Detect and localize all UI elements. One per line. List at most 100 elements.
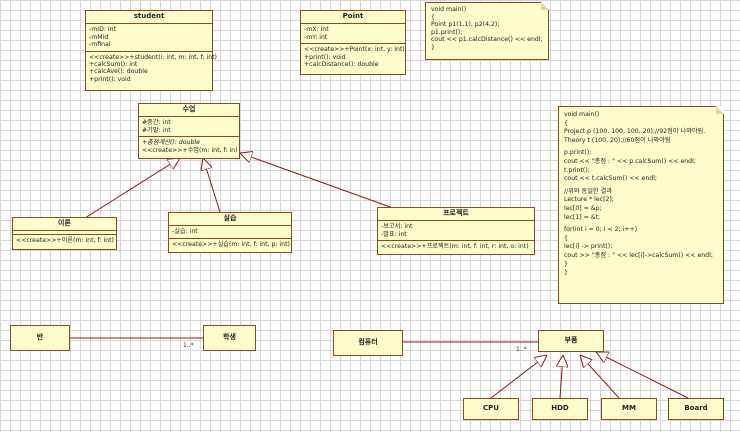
- note-lecture-main[interactable]: void main() { Project p (100, 100, 100, …: [558, 106, 724, 304]
- code-line: }: [431, 43, 435, 51]
- attributes-section: -mX: int -mY: int: [301, 24, 405, 45]
- operations-section: <<create>>+Point(x: int, y: int) +print(…: [301, 44, 405, 70]
- code-line: Lecture * lec[2];: [564, 196, 614, 204]
- attribute: -발표: int: [381, 230, 407, 238]
- class-cpu[interactable]: CPU: [463, 398, 519, 420]
- class-name: 부품: [564, 336, 578, 345]
- class-point[interactable]: Point -mX: int -mY: int <<create>>+Point…: [300, 10, 406, 75]
- attributes-section: [13, 231, 116, 236]
- attribute: -실습: int: [172, 228, 198, 236]
- operations-section: <<create>>+student(i: int, m: int, f: in…: [86, 52, 217, 86]
- attribute: #중간: int: [142, 119, 171, 127]
- class-name: 컴퓨터: [358, 338, 378, 347]
- attributes-section: -실습: int: [169, 226, 291, 239]
- attributes-section: #중간: int #기말: int: [139, 117, 239, 138]
- code-line: cout >> "총점 : " << lec[i]->calcSum() << …: [564, 251, 713, 259]
- note-fold-corner: [716, 106, 724, 114]
- class-ban[interactable]: 반: [10, 325, 70, 351]
- note-fold-corner: [541, 2, 549, 10]
- operation: <<create>>+수업(m: int, f: in): [142, 146, 238, 154]
- attribute: -mY: int: [304, 33, 328, 41]
- code-line: for(int i = 0; i < 2; i++): [564, 226, 638, 234]
- operation: +print(): void: [304, 53, 346, 61]
- operation: <<create>>+이론(m: int, f: int): [16, 237, 114, 245]
- class-board[interactable]: Board: [668, 398, 724, 420]
- class-name: CPU: [483, 404, 499, 413]
- code-line: {: [564, 119, 568, 127]
- class-student-kr[interactable]: 학생: [203, 325, 256, 351]
- abstract-operation: +총점계산(): double: [142, 139, 200, 147]
- code-line: void main(): [431, 6, 467, 13]
- code-line: Theory t (100, 20);//60점이 나와야됨: [564, 136, 671, 144]
- generalization-mm-part: [580, 355, 620, 399]
- code-line: //위와 동일한 결과: [564, 187, 612, 195]
- class-name: HDD: [551, 404, 569, 413]
- code-line: cout << t.calcSum() << endl;: [564, 175, 658, 183]
- code-line: {: [431, 13, 435, 21]
- operations-section: <<create>>+실습(m: int, f: int, p: int): [169, 239, 291, 250]
- class-computer[interactable]: 컴퓨터: [333, 330, 403, 356]
- class-name: Board: [684, 404, 708, 413]
- class-mm[interactable]: MM: [601, 398, 657, 420]
- code-line: cout << p1.calcDistance() << endl;: [431, 36, 543, 44]
- class-name: 이론: [13, 218, 116, 232]
- code-line: lec[1] = &t;: [564, 213, 601, 221]
- code-line: void main(): [564, 111, 600, 118]
- generalization-project-lecture: [240, 153, 394, 209]
- code-line: Project p (100, 100, 100, 20);//92점이 나와야…: [564, 128, 706, 136]
- generalization-cpu-part: [490, 355, 547, 399]
- code-line: }: [564, 269, 568, 277]
- attribute: -mfinal: [89, 41, 111, 49]
- class-name: Point: [301, 11, 405, 25]
- operations-section: <<create>>+프로젝트(m: int, f: int, r: int, …: [378, 241, 534, 252]
- note-point-main[interactable]: void main() { Point p1(1,1), p2(4,2); p1…: [425, 2, 549, 60]
- class-name: 실습: [169, 213, 291, 227]
- class-name: 반: [36, 333, 44, 342]
- operation: +print(): void: [89, 75, 131, 83]
- operation: <<create>>+실습(m: int, f: int, p: int): [172, 240, 290, 248]
- operation: <<create>>+프로젝트(m: int, f: int, r: int, …: [381, 243, 529, 251]
- multiplicity-label: 1..*: [183, 342, 194, 349]
- code-line: lec[0] = &p;: [564, 204, 602, 212]
- operation: <<create>>+student(i: int, m: int, f: in…: [89, 53, 217, 61]
- operation: +calcAve(): double: [89, 68, 148, 76]
- attribute: -mMid: [89, 33, 109, 41]
- class-name: 프로젝트: [378, 208, 534, 222]
- operations-section: <<create>>+이론(m: int, f: int): [13, 235, 116, 246]
- attribute: -보고서: int: [381, 223, 413, 231]
- class-part[interactable]: 부품: [538, 330, 604, 352]
- class-hdd[interactable]: HDD: [532, 398, 588, 420]
- operation: +calcDistance(): double: [304, 61, 379, 69]
- class-project[interactable]: 프로젝트 -보고서: int -발표: int <<create>>+프로젝트(…: [377, 207, 535, 255]
- code-line: t.print();: [564, 166, 590, 174]
- operation: +calcSum(): int: [89, 61, 138, 69]
- class-name: 학생: [223, 333, 236, 342]
- code-line: p.print();: [564, 149, 592, 157]
- multiplicity-label: 1..*: [516, 346, 527, 353]
- class-lecture[interactable]: 수업 #중간: int #기말: int +총점계산(): double <<c…: [138, 103, 240, 159]
- code-line: p1.print();: [431, 28, 463, 36]
- class-name: student: [86, 11, 212, 25]
- generalization-theory-lecture: [84, 158, 180, 219]
- operations-section: +총점계산(): double <<create>>+수업(m: int, f:…: [139, 137, 239, 156]
- attribute: -mX: int: [304, 26, 329, 34]
- generalization-practice-lecture: [203, 158, 221, 213]
- attribute: -mID: int: [89, 26, 116, 34]
- code-line: lec[i] -> print();: [564, 243, 613, 251]
- code-line: Point p1(1,1), p2(4,2);: [431, 21, 500, 29]
- attributes-section: -보고서: int -발표: int: [378, 221, 534, 242]
- code-line: cout << "총점 : " << p.calcSum() << endl;: [564, 157, 696, 165]
- attributes-section: -mID: int -mMid -mfinal: [86, 24, 212, 52]
- code-line: }: [564, 260, 568, 268]
- class-name: MM: [622, 404, 636, 413]
- class-theory[interactable]: 이론 <<create>>+이론(m: int, f: int): [12, 217, 117, 250]
- class-student[interactable]: student -mID: int -mMid -mfinal <<create…: [85, 10, 217, 91]
- code-line: {: [564, 234, 568, 242]
- class-practice[interactable]: 실습 -실습: int <<create>>+실습(m: int, f: int…: [168, 212, 292, 253]
- class-name: 수업: [139, 104, 239, 118]
- attribute: #기말: int: [142, 126, 171, 134]
- generalization-hdd-part: [560, 355, 563, 399]
- operation: <<create>>+Point(x: int, y: int): [304, 46, 405, 54]
- generalization-board-part: [596, 352, 689, 399]
